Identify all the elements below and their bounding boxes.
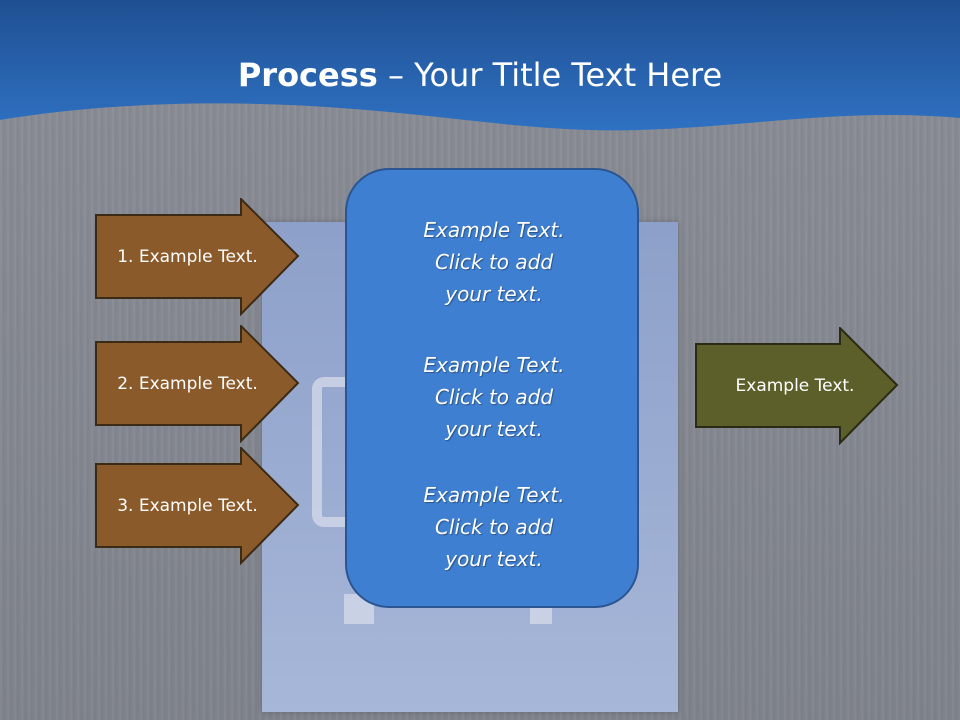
center-text-line: Example Text.	[423, 218, 565, 242]
center-text-line: your text.	[445, 547, 543, 571]
title-bold: Process	[237, 56, 378, 94]
arrow-shape	[695, 327, 899, 445]
input-arrow-2[interactable]: 2. Example Text.	[95, 325, 300, 443]
output-arrow[interactable]: Example Text.	[695, 327, 900, 445]
center-text-block-2[interactable]: Example Text. Click to add your text.	[347, 349, 641, 445]
center-process-box[interactable]: Example Text. Click to add your text. Ex…	[345, 168, 639, 608]
input-arrow-1[interactable]: 1. Example Text.	[95, 198, 300, 316]
center-text-block-1[interactable]: Example Text. Click to add your text.	[347, 214, 641, 310]
title-rest: – Your Title Text Here	[377, 56, 723, 94]
output-arrow-label: Example Text.	[735, 376, 855, 396]
center-text-line: your text.	[445, 417, 543, 441]
header-banner	[0, 0, 960, 131]
input-arrow-3[interactable]: 3. Example Text.	[95, 447, 300, 565]
center-text-line: Click to add	[434, 250, 554, 274]
center-text-block-3[interactable]: Example Text. Click to add your text.	[347, 479, 641, 575]
center-text-line: Example Text.	[423, 353, 565, 377]
arrow-shape	[95, 447, 300, 565]
arrow-shape	[95, 325, 300, 443]
input-arrow-label: 1. Example Text.	[117, 247, 258, 267]
center-text-line: your text.	[445, 282, 543, 306]
arrow-shape	[95, 198, 300, 316]
slide-title: Process – Your Title Text Here	[0, 52, 960, 98]
center-text-line: Click to add	[434, 385, 554, 409]
center-text-line: Example Text.	[423, 483, 565, 507]
input-arrow-label: 2. Example Text.	[117, 374, 258, 394]
center-text-line: Click to add	[434, 515, 554, 539]
input-arrow-label: 3. Example Text.	[117, 496, 258, 516]
